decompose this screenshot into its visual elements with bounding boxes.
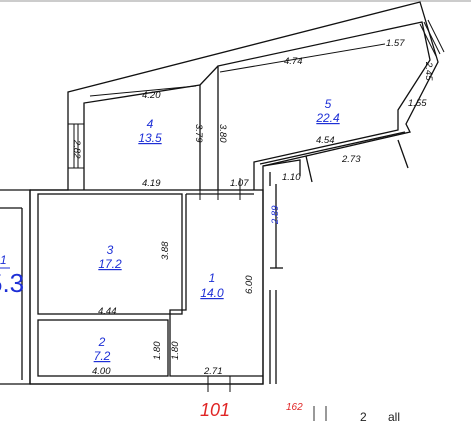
dim-blue-side: 2.89 <box>270 205 281 225</box>
room-2-area: 7.2 <box>94 349 111 363</box>
dim-r1-right: 6.00 <box>244 275 255 294</box>
room-2-number: 2 <box>98 335 106 349</box>
dim-r2-right-a: 1.80 <box>152 341 163 360</box>
dim-r5-top: 4.74 <box>284 56 303 67</box>
room-5-number: 5 <box>325 97 332 111</box>
dim-r5-bottom-right: 1.55 <box>408 98 427 109</box>
dim-r1-bottom: 2.71 <box>203 366 223 377</box>
dim-r5-top-right: 1.57 <box>386 38 405 49</box>
room-4-number: 4 <box>147 117 154 131</box>
room-5-area: 22.4 <box>315 111 340 125</box>
dim-r5-bottom: 4.54 <box>316 135 335 146</box>
apartment-number: 101 <box>200 400 230 420</box>
dim-balcony-left: 1.10 <box>282 172 301 183</box>
dim-r1-left: 3.88 <box>160 241 171 260</box>
room-3-area: 17.2 <box>98 257 122 271</box>
dim-r4-right: 3.79 <box>193 124 204 143</box>
room-3-number: 3 <box>107 243 114 257</box>
footer-fragment-text: all <box>388 410 400 421</box>
neighbor-room-number: 1 <box>0 253 7 267</box>
neighbor-room-area: 5.3 <box>0 268 24 298</box>
footer-fragment-number: 2 <box>360 410 367 421</box>
dim-r5-right: 2.45 <box>423 61 434 81</box>
outer-walls <box>0 1 445 392</box>
room-labels: 4 13.5 5 22.4 3 17.2 1 14.0 2 7.2 <box>94 97 340 363</box>
dim-r5-left: 3.80 <box>217 124 228 143</box>
dim-r2-bottom: 4.00 <box>92 366 111 377</box>
dim-r1-top: 1.07 <box>230 178 249 189</box>
footer-red-fragment: 162 <box>286 402 303 413</box>
room-1-number: 1 <box>209 271 216 285</box>
dim-balcony-width: 2.73 <box>341 154 361 165</box>
dim-r4-bottom: 4.19 <box>142 178 161 189</box>
dimension-labels: 4.20 4.19 2.82 3.79 3.80 4.74 1.57 2.45 … <box>71 38 434 377</box>
room-1-area: 14.0 <box>200 286 224 300</box>
dim-r4-left: 2.82 <box>71 139 82 159</box>
dim-r4-top: 4.20 <box>142 90 161 101</box>
dim-r2-right-b: 1.80 <box>170 341 181 360</box>
room-4-area: 13.5 <box>138 131 162 145</box>
dim-r3-bottom: 4.44 <box>98 306 117 317</box>
